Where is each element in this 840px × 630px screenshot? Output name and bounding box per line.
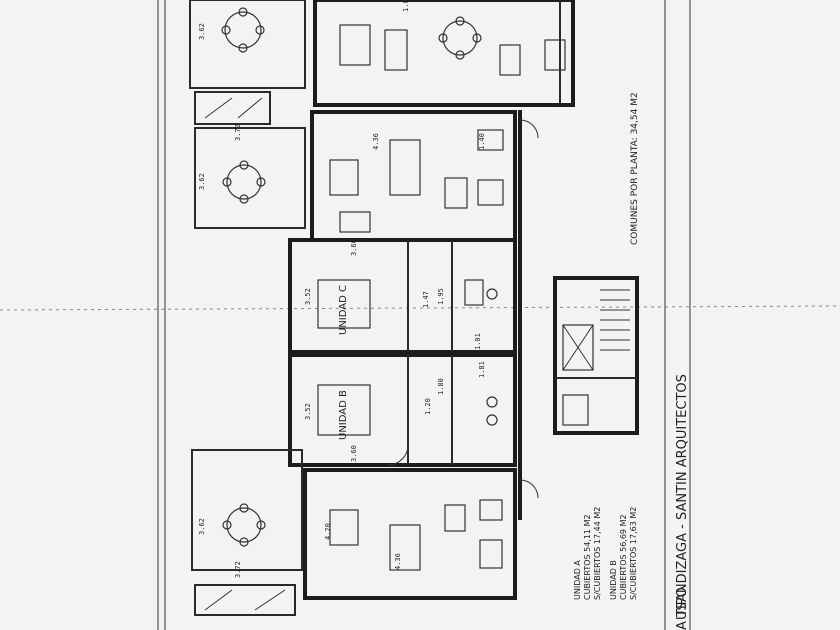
stair-core [553,276,639,435]
unit-a-title: UNIDAD A [573,560,582,600]
dining-table-bottom [222,503,266,547]
dim-label: 1.47 [422,291,430,308]
title-partial: A TIPO [675,587,690,630]
paper-fold-line [0,305,840,311]
unit-b-covered: CUBIERTOS 56,69 M2 [619,514,628,600]
dim-label: 3.60 [350,445,358,462]
dim-label: 1.20 [424,398,432,415]
dim-label: 1.09 [402,0,410,12]
unit-a-covered: CUBIERTOS 54,11 M2 [583,514,592,600]
dim-label: 1.95 [437,288,445,305]
dim-label: 3.60 [350,239,358,256]
dim-label: 3.72 [234,124,242,141]
service-stair-top [194,91,271,125]
architects-title: USANDIZAGA - SANTIN ARQUITECTOS [675,374,690,620]
door-swing-top [519,119,539,139]
upper-apartment [189,0,575,107]
upper-middle-apartment [194,110,517,242]
dim-label: 1.80 [437,378,445,395]
dim-label: 3.52 [304,403,312,420]
common-area-label: COMUNES POR PLANTA: 34,54 M2 [630,92,640,245]
dim-label: 3.52 [304,288,312,305]
dim-label: 1.81 [478,361,486,378]
service-stair-bottom [194,584,296,616]
unit-b-semi: S/CUBIERTOS 17,63 M2 [629,507,638,600]
dining-table-top-2 [438,16,482,60]
unit-a-semi: S/CUBIERTOS 17,44 M2 [593,507,602,600]
dining-table-top-1 [221,7,265,53]
dim-label: 1.01 [474,333,482,350]
dim-label: 3.72 [234,561,242,578]
dim-label: 3.62 [198,518,206,535]
unit-b-block [288,353,517,467]
dim-label: 4.36 [372,133,380,150]
dim-label: 4.20 [324,523,332,540]
unit-b-title: UNIDAD B [609,560,618,600]
unit-c-block [288,238,517,354]
lower-apartment [191,449,517,600]
dim-label: 1.40 [478,133,486,150]
door-swing-bottom [519,479,539,499]
dining-table-mid [222,160,266,204]
unit-c-label: UNIDAD C [338,285,349,335]
unit-b-label: UNIDAD B [338,390,349,440]
dim-label: 3.62 [198,173,206,190]
dim-label: 4.36 [394,553,402,570]
dim-label: 3.62 [198,23,206,40]
